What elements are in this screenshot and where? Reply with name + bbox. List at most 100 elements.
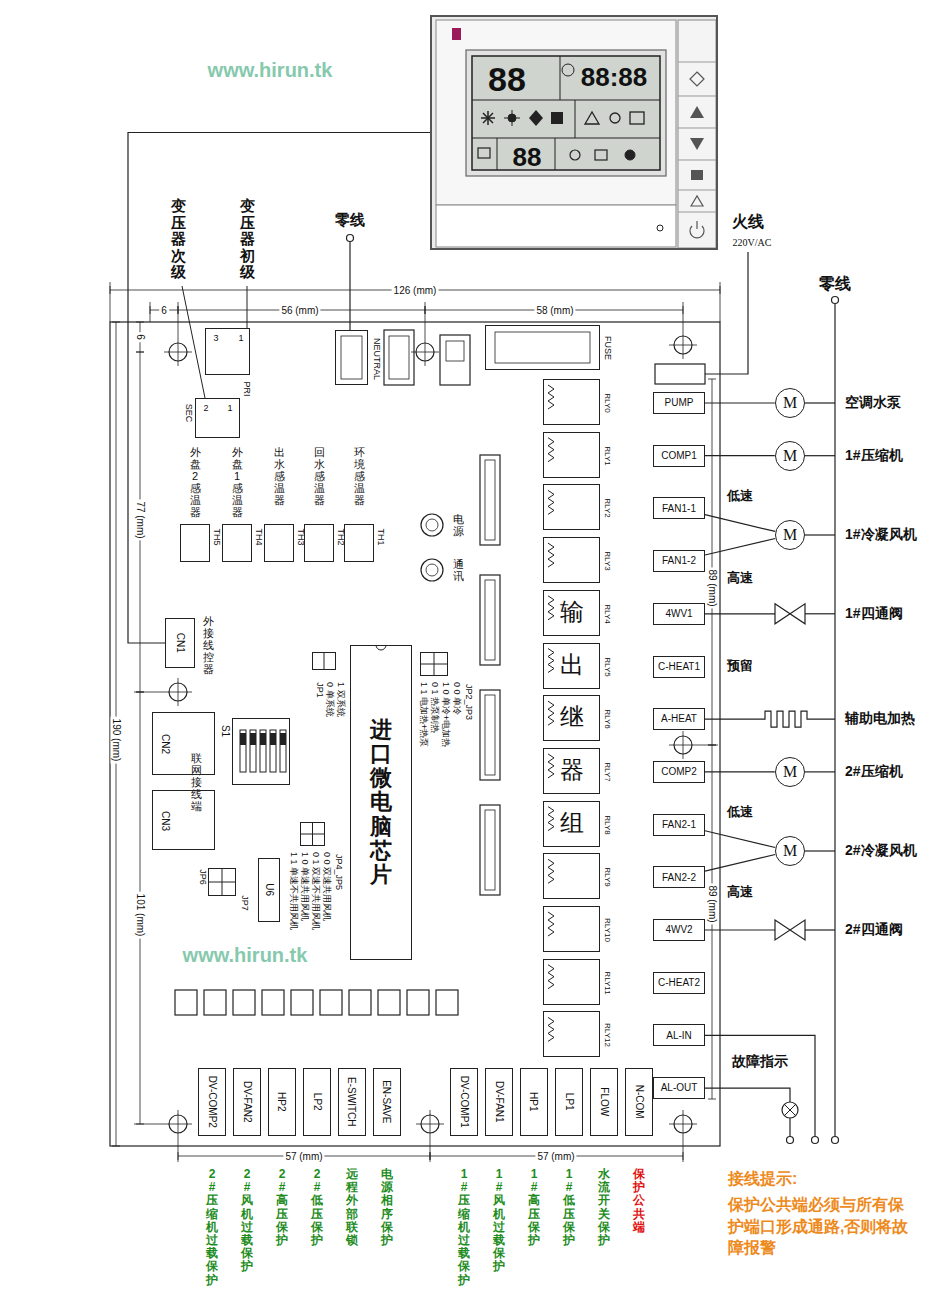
terminal-name: DV-COMP2: [206, 1076, 218, 1128]
alarm-wire: [705, 1035, 815, 1136]
note-text: 保护公共端必须与所有保护端口形成通路,否则将故障报警: [728, 1194, 910, 1259]
ic-socket-inner: [485, 460, 495, 540]
motor-symbol: M: [775, 757, 805, 787]
button-icon: [690, 72, 704, 86]
live-wire: [705, 252, 748, 374]
wire-connector: [705, 515, 775, 532]
output-terminal: 4WV1: [653, 603, 705, 625]
jumper-divider: [420, 664, 448, 665]
dimension-tick: [708, 1099, 716, 1100]
load-label: 1#压缩机: [845, 448, 903, 463]
terminal-name: FAN1-2: [662, 555, 696, 567]
output-terminal: AL-OUT: [653, 1077, 705, 1099]
neutral-wire: [805, 402, 835, 403]
wire-connector: [705, 831, 775, 848]
sensor-label: 外盘2感温器: [190, 446, 201, 519]
alarm-wire: [789, 1118, 790, 1136]
switch-name: S1: [220, 725, 231, 737]
relay-coil-mark: [548, 596, 554, 620]
relay-label: RLY0: [603, 393, 612, 412]
protection-label: 1#高压保护: [528, 1168, 540, 1247]
terminal-name: PUMP: [665, 397, 694, 409]
extension-line: [134, 692, 164, 693]
load-label: 1#四通阀: [845, 606, 903, 621]
network-connector: CN2: [152, 712, 215, 775]
extension-line: [683, 1138, 684, 1162]
protection-label: 2#压缩机过载保护: [206, 1168, 218, 1287]
output-relay: RLY0: [543, 379, 600, 425]
protection-terminal: HP2: [268, 1068, 296, 1136]
pin-label: 1: [227, 404, 232, 414]
watermark: www.hirun.tk: [208, 59, 333, 81]
lcd-divider: [555, 138, 556, 170]
lamp-symbol: [784, 1104, 796, 1116]
terminal-name: A-HEAT: [661, 713, 697, 725]
panel-face: [436, 20, 676, 205]
lcd-divider: [497, 138, 498, 170]
protection-label: 水流开关保护: [598, 1168, 610, 1247]
neutral-wire: [805, 850, 835, 851]
output-relay: RLY2: [543, 484, 600, 530]
relay-label: RLY7: [603, 762, 612, 781]
extension-line: [720, 282, 721, 322]
part-name: U6: [263, 884, 275, 897]
lcd-icon: [551, 112, 563, 124]
extension-line: [697, 745, 718, 746]
transformer-label: 变压器次级: [171, 198, 186, 281]
button-icon: [690, 138, 704, 150]
lcd-divider: [472, 100, 660, 101]
header-pin-block: [262, 990, 284, 1015]
dimension: 101 (mm): [135, 892, 146, 939]
dimension: 6: [159, 305, 169, 316]
wire-terminal: [832, 1137, 839, 1144]
protection-label: 2#高压保护: [276, 1168, 288, 1247]
protection-label: 保护公共端: [633, 1168, 645, 1234]
jumper-table-row: 0 1 双速不共用风机: [310, 852, 320, 930]
jumper-block: JP2_JP3: [420, 652, 448, 676]
neutral-wire: [805, 929, 835, 930]
lamp-symbol: [782, 1102, 798, 1118]
protection-terminal: DV-FAN1: [485, 1068, 513, 1136]
protection-label: 远程外部联锁: [346, 1168, 358, 1247]
led-lens: [426, 519, 438, 531]
clock-icon: [562, 64, 574, 76]
lcd-icon: [610, 113, 620, 123]
sensor-connector: TH3: [264, 524, 294, 562]
fuse-holder: FUSE: [485, 325, 600, 370]
lcd-digits: 88: [513, 143, 542, 172]
lcd-icon: [585, 112, 599, 124]
mcu-chip: 进口微电脑芯片: [350, 645, 412, 960]
pin-label: PRI: [241, 381, 251, 396]
extension-line: [134, 1124, 164, 1125]
button-column: [678, 20, 716, 248]
lcd-screen: [472, 56, 660, 170]
extension-line: [430, 1138, 431, 1162]
relay-label: RLY11: [603, 971, 612, 994]
dip-knob: [250, 733, 256, 745]
terminal-name: COMP1: [661, 450, 697, 462]
button-divider: [678, 160, 716, 161]
relay-label: RLY5: [603, 657, 612, 676]
terminal-name: COMP2: [661, 766, 697, 778]
output-terminal: COMP2: [653, 761, 705, 783]
load-wire: [705, 929, 775, 930]
alarm-wire: [705, 1088, 790, 1102]
dimension: 89 (mm): [707, 883, 718, 924]
lcd-digits: 88:88: [581, 63, 648, 92]
button-icon: [696, 221, 697, 229]
protection-terminal: LP1: [555, 1068, 583, 1136]
output-terminal: AL-IN: [653, 1024, 705, 1046]
ic-socket: [480, 805, 500, 895]
dimension: 190 (mm): [111, 717, 122, 764]
sensor-connector: TH4: [222, 524, 252, 562]
wire-connector: [705, 402, 775, 403]
relay-label: RLY10: [603, 918, 612, 942]
protection-label: 电源相序保护: [381, 1168, 393, 1247]
lcd-bezel: [466, 50, 666, 176]
output-terminal: 4WV2: [653, 919, 705, 941]
relay-coil-mark: [548, 701, 554, 725]
jumper-table-row: 1 双系统: [335, 682, 345, 717]
terminal-name: 4WV2: [665, 924, 692, 936]
led: [421, 514, 443, 536]
wire-terminal: [832, 297, 839, 304]
